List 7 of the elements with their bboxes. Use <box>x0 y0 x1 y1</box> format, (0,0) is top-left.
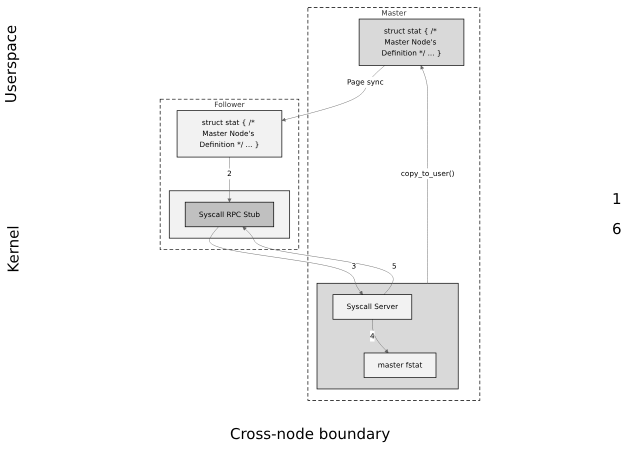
row-label: Kernel <box>4 225 23 273</box>
row-label: Userspace <box>2 24 20 104</box>
cluster <box>168 190 290 239</box>
cluster <box>316 282 459 390</box>
step-number: 6 <box>612 220 622 238</box>
boundary-label: Cross-node boundary <box>230 425 390 443</box>
step-number: 1 <box>612 190 622 208</box>
